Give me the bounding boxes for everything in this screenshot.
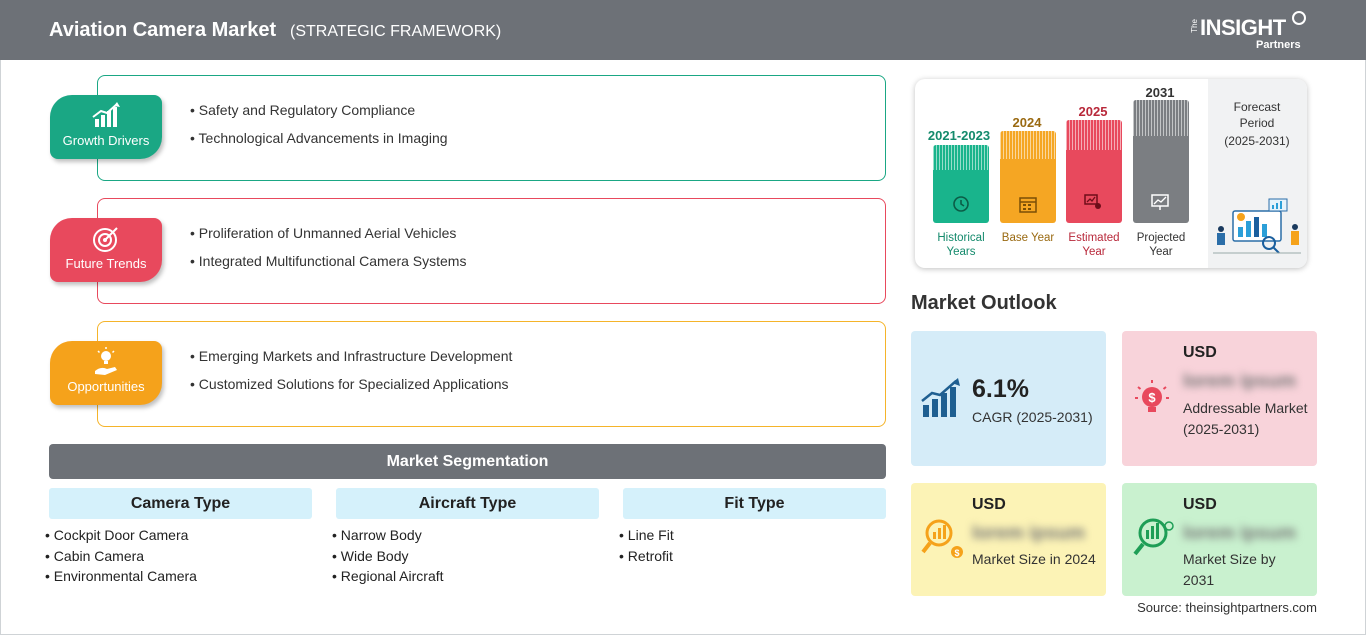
logo-partners: Partners xyxy=(1256,39,1301,51)
timeline-bar-base xyxy=(1000,131,1056,223)
currency-label: USD xyxy=(972,496,1006,513)
growth-drivers-label: Growth Drivers xyxy=(62,133,150,148)
timeline-label: Projected Year xyxy=(1136,232,1186,258)
opportunities-label: Opportunities xyxy=(67,379,145,394)
market-outlook-title: Market Outlook xyxy=(911,292,1057,314)
estimate-icon xyxy=(1084,194,1101,209)
page-title: Aviation Camera Market xyxy=(49,19,277,41)
segment-item: Line Fit xyxy=(619,525,886,546)
timeline-label: Base Year xyxy=(1001,232,1055,244)
segment-column-camera-type: Camera Type Cockpit Door Camera Cabin Ca… xyxy=(49,488,312,587)
blurred-value: lorem ipsum xyxy=(972,523,1085,544)
growth-driver-item: Safety and Regulatory Compliance xyxy=(190,96,448,124)
timeline-bar-estimated xyxy=(1066,120,1122,223)
currency-label: USD xyxy=(1183,344,1217,361)
timeline-label: Estimated Year xyxy=(1068,232,1120,258)
history-icon xyxy=(953,196,969,212)
lightbulb-hand-icon xyxy=(95,347,117,375)
timeline-label: Historical Years xyxy=(937,232,985,258)
segment-item: Retrofit xyxy=(619,546,886,567)
future-trends-card: Proliferation of Unmanned Aerial Vehicle… xyxy=(97,198,886,304)
timeline-bar-historical xyxy=(933,145,989,223)
cagr-label: CAGR (2025-2031) xyxy=(972,409,1093,425)
future-trends-tag: Future Trends xyxy=(50,218,162,282)
calendar-icon xyxy=(1019,197,1037,213)
segment-header: Camera Type xyxy=(49,488,312,519)
growth-chart-icon xyxy=(921,378,960,417)
addressable-market-box: USD lorem ipsum Addressable Market (2025… xyxy=(1122,331,1317,466)
svg-text:$: $ xyxy=(1148,390,1156,405)
blurred-value: lorem ipsum xyxy=(1183,371,1296,392)
market-segmentation-bar: Market Segmentation xyxy=(49,444,886,479)
projection-icon xyxy=(1151,194,1169,210)
market-size-2031-label: Market Size by 2031 xyxy=(1183,551,1276,588)
dollar-bulb-icon: $ xyxy=(1135,380,1169,412)
forecast-period-title: Forecast Period xyxy=(1233,100,1281,130)
svg-text:$: $ xyxy=(954,548,959,558)
forecast-period-range: (2025-2031) xyxy=(1224,134,1290,148)
segment-item: Cabin Camera xyxy=(45,546,312,567)
segment-header: Aircraft Type xyxy=(336,488,599,519)
segment-item: Wide Body xyxy=(332,546,599,567)
blurred-value: lorem ipsum xyxy=(1183,523,1296,544)
opportunities-card: Emerging Markets and Infrastructure Deve… xyxy=(97,321,886,427)
segment-header: Fit Type xyxy=(623,488,886,519)
future-trend-item: Integrated Multifunctional Camera System… xyxy=(190,247,467,275)
cagr-box: 6.1% CAGR (2025-2031) xyxy=(911,331,1106,466)
growth-drivers-tag: Growth Drivers xyxy=(50,95,162,159)
segment-item: Environmental Camera xyxy=(45,566,312,587)
currency-label: USD xyxy=(1183,496,1217,513)
header-bar: Aviation Camera Market (STRATEGIC FRAMEW… xyxy=(0,0,1366,60)
analyst-illustration-icon xyxy=(1213,198,1301,254)
forecast-period-text: Forecast Period (2025-2031) xyxy=(1215,99,1299,149)
logo-the: The xyxy=(1190,19,1199,33)
opportunity-item: Customized Solutions for Specialized App… xyxy=(190,370,512,398)
timeline-year: 2021-2023 xyxy=(927,128,991,143)
cagr-value: 6.1% xyxy=(972,375,1029,403)
insight-partners-logo[interactable]: The INSIGHT Partners xyxy=(1190,11,1310,53)
market-size-2031-box: USD lorem ipsum Market Size by 2031 xyxy=(1122,483,1317,596)
page-subtitle: (STRATEGIC FRAMEWORK) xyxy=(290,23,502,40)
segment-item: Narrow Body xyxy=(332,525,599,546)
timeline-year: 2025 xyxy=(1078,104,1108,119)
logo-insight: INSIGHT xyxy=(1200,15,1286,40)
segment-column-fit-type: Fit Type Line Fit Retrofit xyxy=(623,488,886,566)
growth-driver-item: Technological Advancements in Imaging xyxy=(190,124,448,152)
opportunities-tag: Opportunities xyxy=(50,341,162,405)
future-trends-label: Future Trends xyxy=(65,256,147,271)
target-icon xyxy=(93,227,118,252)
segment-column-aircraft-type: Aircraft Type Narrow Body Wide Body Regi… xyxy=(336,488,599,587)
source-note: Source: theinsightpartners.com xyxy=(1137,600,1317,615)
segment-item: Regional Aircraft xyxy=(332,566,599,587)
market-size-2024-box: USD lorem ipsum Market Size in 2024 $ xyxy=(911,483,1106,596)
timeline-year: 2024 xyxy=(1012,115,1042,130)
timeline-panel: 2021-2023 Historical Years 2024 Base Yea… xyxy=(915,79,1307,268)
timeline-year: 2031 xyxy=(1145,85,1175,100)
opportunity-item: Emerging Markets and Infrastructure Deve… xyxy=(190,342,513,370)
segment-item: Cockpit Door Camera xyxy=(45,525,312,546)
growth-drivers-card: Safety and Regulatory Compliance Technol… xyxy=(97,75,886,181)
addressable-market-label: Addressable Market (2025-2031) xyxy=(1183,400,1308,437)
timeline-bar-projected xyxy=(1133,100,1189,223)
future-trend-item: Proliferation of Unmanned Aerial Vehicle… xyxy=(190,219,466,247)
growth-chart-icon xyxy=(92,102,120,127)
money-magnifier-icon: $ xyxy=(921,519,963,558)
logo-ring-icon xyxy=(1292,11,1306,25)
market-size-2024-label: Market Size in 2024 xyxy=(972,551,1096,567)
chart-magnifier-icon xyxy=(1133,518,1174,556)
